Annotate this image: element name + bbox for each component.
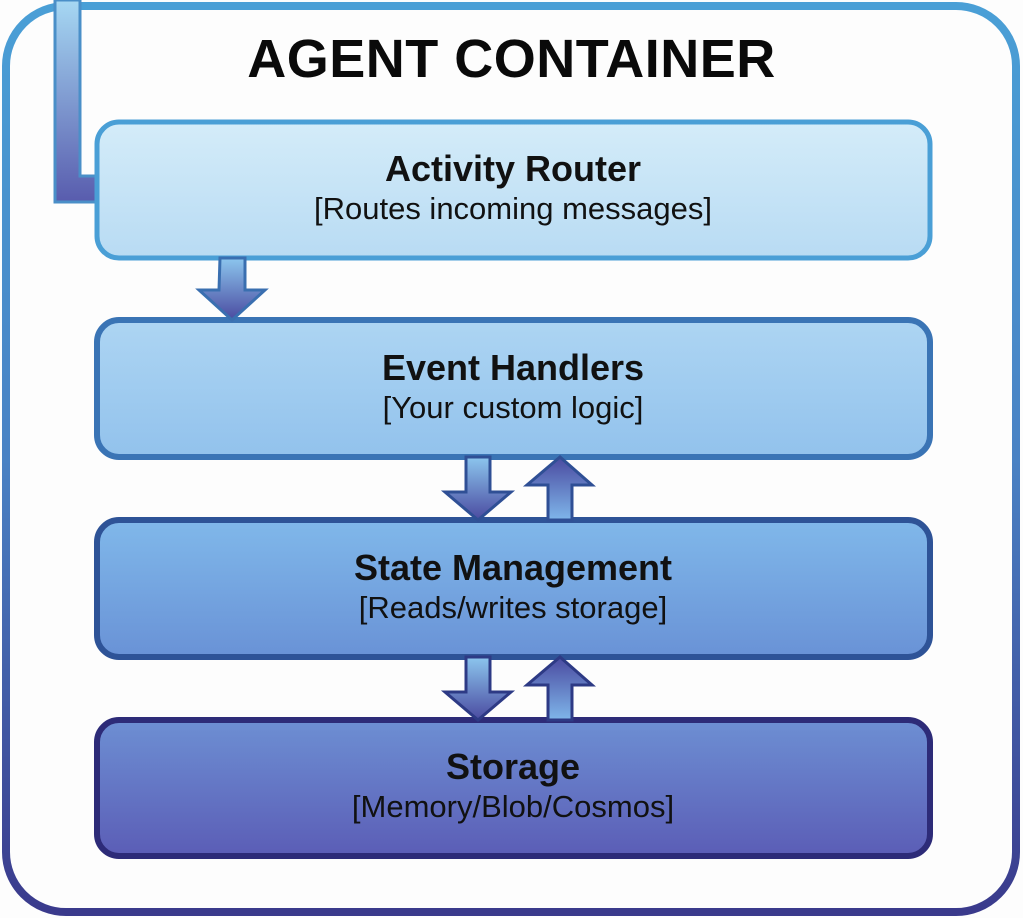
- layer-box-state-management: [94, 517, 933, 660]
- layer-subtitle: [Memory/Blob/Cosmos]: [351, 789, 675, 824]
- arrow-up-state-to-handlers: [522, 455, 596, 522]
- arrow-down-router-to-handlers: [195, 256, 269, 323]
- layer-activity-router: Activity Router [Routes incoming message…: [96, 148, 930, 228]
- layer-subtitle: [Routes incoming messages]: [313, 191, 713, 226]
- arrow-down-state-to-storage: [440, 655, 516, 722]
- layer-title: Event Handlers: [381, 347, 645, 388]
- layer-state-management: State Management [Reads/writes storage]: [96, 547, 930, 627]
- layer-subtitle: [Your custom logic]: [382, 390, 644, 425]
- layer-box-activity-router: [94, 119, 933, 261]
- arrow-down-handlers-to-state: [440, 455, 516, 522]
- layer-box-event-handlers: [94, 317, 933, 460]
- layer-storage: Storage [Memory/Blob/Cosmos]: [96, 746, 930, 826]
- arrow-up-storage-to-state: [522, 655, 596, 722]
- layer-title: Storage: [445, 746, 581, 787]
- diagram-title: AGENT CONTAINER: [247, 29, 776, 89]
- layer-title: State Management: [353, 547, 673, 588]
- layer-event-handlers: Event Handlers [Your custom logic]: [96, 347, 930, 427]
- layer-subtitle: [Reads/writes storage]: [358, 590, 668, 625]
- layer-title: Activity Router: [384, 148, 642, 189]
- layer-box-storage: [94, 717, 933, 859]
